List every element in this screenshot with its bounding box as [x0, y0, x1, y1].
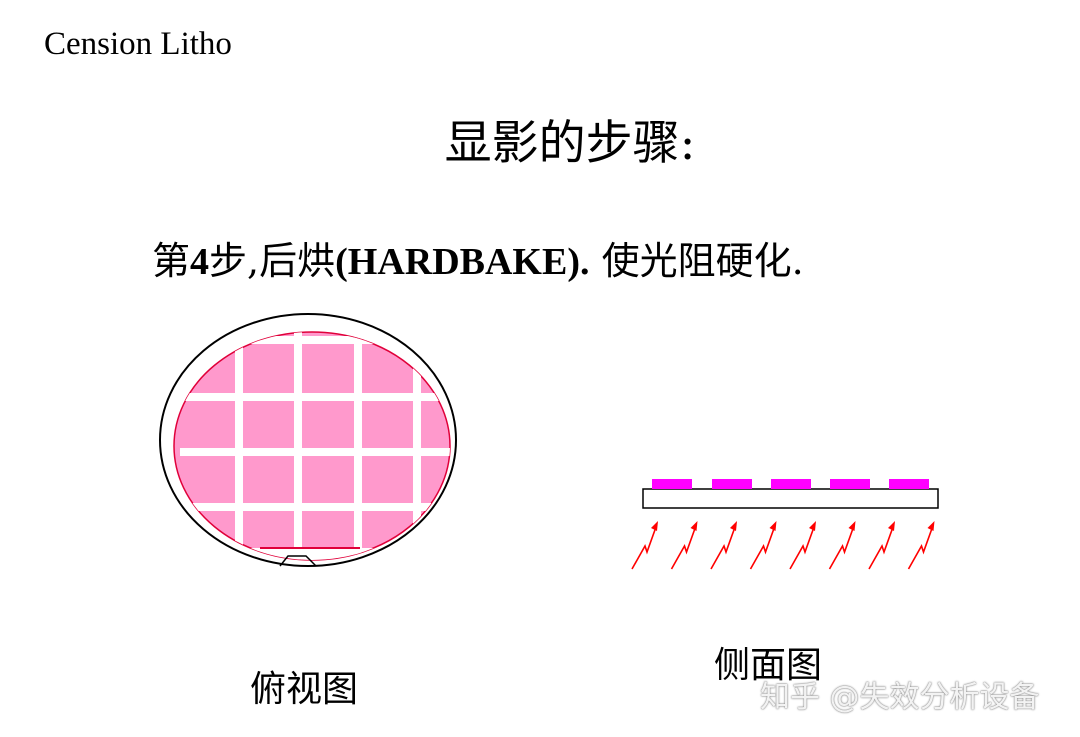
heat-arrow-head: [927, 521, 935, 531]
heat-arrow: [631, 526, 657, 570]
step-suffix: 使光阻硬化.: [589, 239, 804, 283]
grid-line-h2: [180, 393, 450, 401]
heat-arrow: [749, 526, 776, 570]
grid-line-h4: [180, 503, 450, 511]
heat-arrow: [670, 526, 697, 570]
top-view-label: 俯视图: [250, 669, 359, 710]
resist-segment: [830, 479, 870, 489]
grid-line-v1: [235, 332, 243, 560]
step-keyword: (HARDBAKE).: [335, 241, 590, 283]
grid-line-v4: [413, 332, 421, 560]
substrate: [642, 488, 939, 509]
step-prefix: 第: [152, 239, 191, 283]
heat-arrow-head: [809, 521, 816, 531]
wafer-notch: [279, 555, 317, 567]
resist-segment: [652, 479, 692, 489]
heat-arrow-head: [690, 521, 698, 531]
step-description: 第4步,后烘(HARDBAKE). 使光阻硬化.: [152, 230, 804, 285]
top-view-wafer: [159, 313, 457, 567]
heat-arrow: [828, 526, 855, 570]
resist-layer-top: [173, 331, 451, 561]
page-title: 显影的步骤:: [444, 116, 696, 171]
heat-arrow: [868, 526, 894, 570]
heat-arrow-head: [651, 521, 658, 531]
resist-segment: [712, 479, 752, 489]
heat-arrow-head: [730, 521, 737, 531]
step-number: 4: [190, 241, 210, 283]
heat-arrow: [789, 526, 815, 570]
side-view: [631, 479, 939, 570]
resist-pattern: [652, 479, 929, 489]
grid-line-h1: [180, 336, 450, 344]
grid-line-h3: [180, 448, 450, 456]
heat-arrow: [710, 526, 736, 570]
brand-text: Cension Litho: [44, 26, 232, 62]
resist-segment: [889, 479, 929, 489]
heat-arrow: [907, 526, 934, 570]
watermark: 知乎 @失效分析设备: [760, 680, 1040, 715]
heat-arrow-head: [848, 521, 856, 531]
grid-line-v3: [354, 332, 362, 560]
resist-segment: [771, 479, 811, 489]
heat-arrow-head: [888, 521, 895, 531]
step-middle: 步,后烘: [209, 239, 336, 283]
heat-arrow-head: [769, 521, 777, 531]
grid-line-v2: [294, 332, 302, 560]
side-view-label: 侧面图: [714, 645, 823, 686]
heat-arrows: [631, 521, 935, 570]
